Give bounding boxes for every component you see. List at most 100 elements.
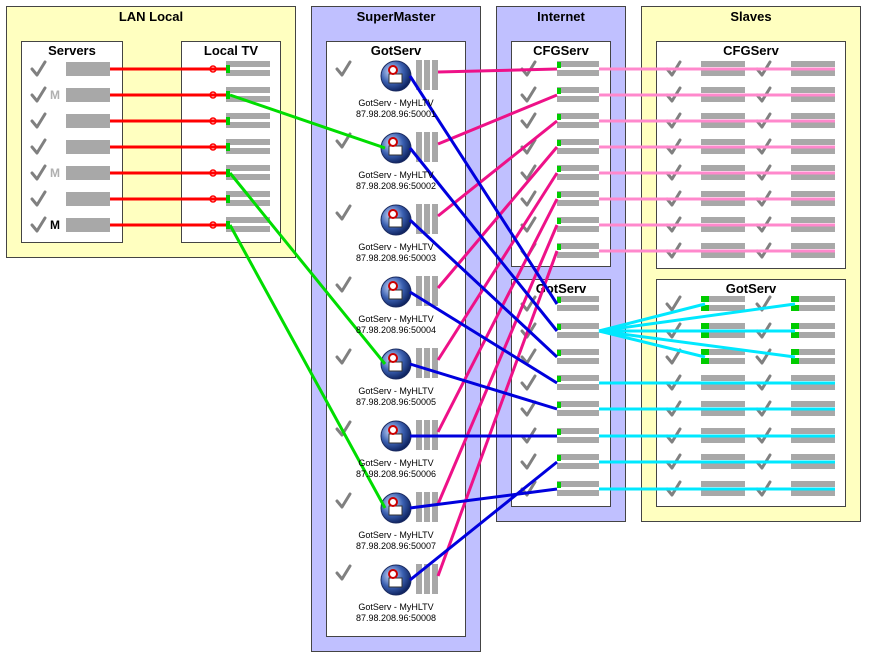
status-indicator: [557, 166, 561, 172]
status-indicator: [701, 305, 709, 311]
server-bar: [791, 217, 835, 223]
status-indicator: [226, 221, 230, 229]
server-bar: [557, 332, 599, 338]
server-bar: [557, 305, 599, 311]
server-bar: [432, 564, 438, 594]
server-bar: [701, 148, 745, 154]
server-bar: [791, 305, 835, 311]
server-bar: [424, 132, 430, 162]
gotserv-entry-name: GotServ - MyHLTV: [358, 314, 434, 324]
server-bar: [416, 564, 422, 594]
check-icon: [520, 295, 537, 312]
check-icon: [665, 374, 682, 391]
status-indicator: [557, 140, 561, 146]
check-icon: [520, 86, 537, 103]
server-bar: [791, 410, 835, 416]
globe-server-icon: [380, 132, 412, 164]
server-bar: [701, 96, 745, 102]
check-icon: [665, 60, 682, 77]
server-bar: [416, 204, 422, 234]
server-bar: [557, 481, 599, 487]
gotserv-entry-name: GotServ - MyHLTV: [358, 602, 434, 612]
check-icon: [30, 60, 47, 77]
check-icon: [665, 138, 682, 155]
server-bar: [791, 113, 835, 119]
server-bar: [557, 243, 599, 249]
server-bar: [432, 204, 438, 234]
server-bar: [701, 296, 745, 302]
gotserv-entry-address: 87.98.208.96:50007: [355, 541, 437, 551]
check-icon: [755, 348, 772, 365]
check-icon: [665, 86, 682, 103]
status-indicator: [791, 305, 799, 311]
server-bar: [432, 348, 438, 378]
status-indicator: [557, 244, 561, 250]
check-icon: [30, 190, 47, 207]
status-indicator: [701, 296, 709, 302]
servers-panel-title: Servers: [48, 43, 96, 58]
status-indicator: [557, 324, 561, 330]
server-bar: [557, 70, 599, 76]
check-icon: [665, 242, 682, 259]
check-icon: [335, 276, 352, 293]
server-bar: [226, 165, 270, 171]
status-indicator: [226, 195, 230, 203]
check-icon: [30, 112, 47, 129]
server-bar: [791, 428, 835, 434]
server-bar: [66, 114, 110, 128]
cfgserv-slaves-panel-title: CFGServ: [723, 43, 779, 58]
check-icon: [665, 164, 682, 181]
server-bar: [432, 276, 438, 306]
globe-server-icon: [380, 276, 412, 308]
status-indicator: [557, 376, 561, 382]
server-bar: [557, 200, 599, 206]
check-icon: [665, 295, 682, 312]
server-bar: [424, 348, 430, 378]
server-bar: [557, 191, 599, 197]
check-icon: [335, 132, 352, 149]
check-icon: [335, 420, 352, 437]
server-bar: [66, 218, 110, 232]
server-bar: [557, 358, 599, 364]
status-indicator: [557, 88, 561, 94]
check-icon: [755, 480, 772, 497]
server-bar: [701, 217, 745, 223]
server-bar: [557, 122, 599, 128]
check-icon: [520, 400, 537, 417]
port-circle-icon: [209, 91, 217, 99]
status-indicator: [557, 429, 561, 435]
check-icon: [665, 348, 682, 365]
server-bar: [557, 375, 599, 381]
check-icon: [665, 216, 682, 233]
server-bar: [226, 217, 270, 223]
server-bar: [557, 113, 599, 119]
server-bar: [557, 296, 599, 302]
check-icon: [755, 427, 772, 444]
gotserv-master-panel-title: GotServ: [370, 43, 422, 58]
server-bar: [557, 490, 599, 496]
server-bar: [416, 492, 422, 522]
check-icon: [755, 86, 772, 103]
server-bar: [226, 96, 270, 102]
server-bar: [791, 490, 835, 496]
local-tv-panel-title: Local TV: [203, 43, 259, 58]
server-bar: [701, 252, 745, 258]
server-bar: [557, 437, 599, 443]
port-circle-icon: [209, 65, 217, 73]
server-bar: [791, 454, 835, 460]
status-indicator: [226, 65, 230, 73]
lan-local-title: LAN Local: [118, 9, 184, 24]
check-icon: [335, 492, 352, 509]
check-icon: [665, 453, 682, 470]
server-bar: [557, 96, 599, 102]
server-bar: [557, 139, 599, 145]
check-icon: [520, 374, 537, 391]
check-icon: [755, 164, 772, 181]
server-bar: [791, 437, 835, 443]
server-bar: [791, 401, 835, 407]
check-icon: [755, 400, 772, 417]
